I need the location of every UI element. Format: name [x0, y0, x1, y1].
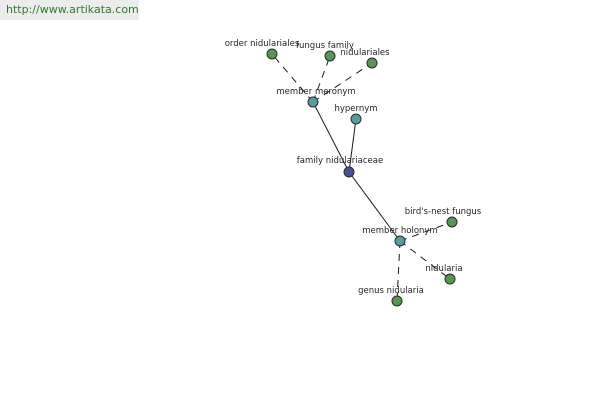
node-birds-nest[interactable] — [446, 216, 458, 228]
node-label-birds-nest[interactable]: bird's-nest fungus — [405, 207, 482, 217]
node-fungus-family[interactable] — [324, 50, 336, 62]
source-url-link[interactable]: http://www.artikata.com — [0, 0, 139, 20]
edge-holonym-nidularia — [399, 240, 451, 280]
node-label-fungus-family[interactable]: fungus family — [296, 41, 354, 51]
edges-layer — [271, 53, 453, 302]
node-label-nidularia[interactable]: nidularia — [425, 264, 462, 274]
node-nidularia[interactable] — [444, 273, 456, 285]
node-order[interactable] — [266, 48, 278, 60]
node-label-center[interactable]: family nidulariaceae — [297, 156, 383, 166]
edge-center-meronym — [312, 101, 350, 173]
node-nidulariales[interactable] — [366, 57, 378, 69]
node-label-order[interactable]: order nidulariales — [225, 39, 300, 49]
edge-meronym-order — [271, 53, 314, 103]
node-center[interactable] — [343, 166, 355, 178]
node-label-genus-nidularia[interactable]: genus nidularia — [358, 286, 424, 296]
edge-holonym-genus_nidularia — [396, 240, 401, 302]
node-genus-nidularia[interactable] — [391, 295, 403, 307]
node-label-meronym[interactable]: member meronym — [276, 87, 355, 97]
node-meronym[interactable] — [307, 96, 319, 108]
node-label-nidulariales[interactable]: nidulariales — [340, 48, 390, 58]
node-holonym[interactable] — [394, 235, 406, 247]
edge-center-holonym — [348, 171, 401, 242]
node-label-hypernym[interactable]: hypernym — [334, 104, 377, 114]
node-label-holonym[interactable]: member holonym — [362, 226, 437, 236]
edge-center-hypernym — [348, 118, 357, 173]
edge-holonym-birds_nest — [399, 221, 453, 242]
edge-meronym-fungus_family — [312, 55, 331, 103]
node-hypernym[interactable] — [350, 113, 362, 125]
labels-layer: family nidulariaceae member meronym hypern… — [225, 39, 482, 296]
edge-meronym-nidulariales — [312, 62, 373, 103]
nodes-layer — [266, 48, 458, 307]
